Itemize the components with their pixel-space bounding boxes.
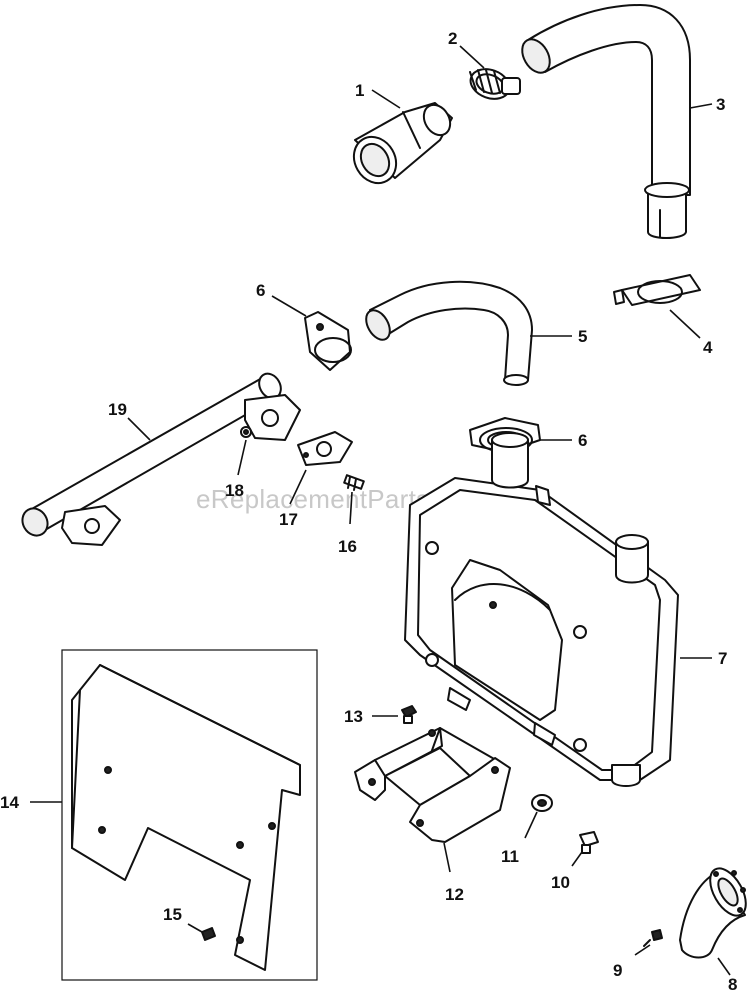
callout-1: 1 xyxy=(355,81,401,109)
part-10-bolt xyxy=(579,831,599,854)
callout-6a: 6 xyxy=(256,281,307,317)
part-11-washer xyxy=(531,794,553,812)
part-3-tailpipe xyxy=(521,4,691,239)
callout-number: 10 xyxy=(551,873,570,892)
callout-number: 12 xyxy=(445,885,464,904)
part-5-bent-pipe xyxy=(365,280,533,386)
callout-13: 13 xyxy=(344,707,398,726)
callout-8: 8 xyxy=(717,957,737,994)
callout-number: 11 xyxy=(501,847,519,866)
callout-number: 6 xyxy=(578,431,587,450)
part-12-bracket xyxy=(354,727,511,843)
callout-9: 9 xyxy=(613,944,651,980)
part-6-clamp-upper xyxy=(304,311,352,371)
part-7-muffler xyxy=(404,432,679,787)
callout-3: 3 xyxy=(689,95,725,114)
part-8-exhaust-elbow xyxy=(679,867,747,959)
part-9-screw xyxy=(643,929,663,947)
callout-number: 2 xyxy=(448,29,457,48)
part-19-manifold-tube xyxy=(21,372,301,546)
part-16-stud xyxy=(343,474,365,491)
callout-17: 17 xyxy=(279,469,307,529)
callout-12: 12 xyxy=(443,842,464,904)
callout-16: 16 xyxy=(338,491,357,556)
callout-number: 4 xyxy=(703,338,713,357)
part-15-screw xyxy=(201,927,216,941)
callout-number: 9 xyxy=(613,961,622,980)
part-2-hose-clamp xyxy=(469,68,521,100)
callout-number: 18 xyxy=(225,481,244,500)
callout-19: 19 xyxy=(108,400,151,441)
callout-18: 18 xyxy=(225,439,247,500)
callout-2: 2 xyxy=(448,29,485,69)
callout-number: 6 xyxy=(256,281,265,300)
part-1-reducer-tube xyxy=(352,102,453,185)
callout-number: 7 xyxy=(718,649,727,668)
callout-number: 3 xyxy=(716,95,725,114)
heat-shield-frame xyxy=(61,649,318,981)
callout-number: 17 xyxy=(279,510,298,529)
callout-6b: 6 xyxy=(540,431,587,450)
callout-number: 5 xyxy=(578,327,587,346)
callout-5: 5 xyxy=(530,327,587,346)
callout-10: 10 xyxy=(551,851,583,892)
callout-number: 1 xyxy=(355,81,364,100)
callout-7: 7 xyxy=(680,649,727,668)
callout-number: 13 xyxy=(344,707,363,726)
callout-number: 8 xyxy=(728,975,737,994)
callout-14: 14 xyxy=(0,793,62,812)
callout-15: 15 xyxy=(163,905,203,933)
callout-4: 4 xyxy=(669,309,713,357)
part-18-nut xyxy=(240,426,252,438)
callout-number: 15 xyxy=(163,905,182,924)
callout-number: 19 xyxy=(108,400,127,419)
callout-11: 11 xyxy=(501,811,538,866)
callout-number: 16 xyxy=(338,537,357,556)
part-4-u-clamp xyxy=(613,274,701,306)
part-17-gasket xyxy=(297,431,353,466)
part-14-heat-shield xyxy=(71,664,301,971)
part-13-bolt xyxy=(401,705,417,724)
callout-number: 14 xyxy=(0,793,19,812)
